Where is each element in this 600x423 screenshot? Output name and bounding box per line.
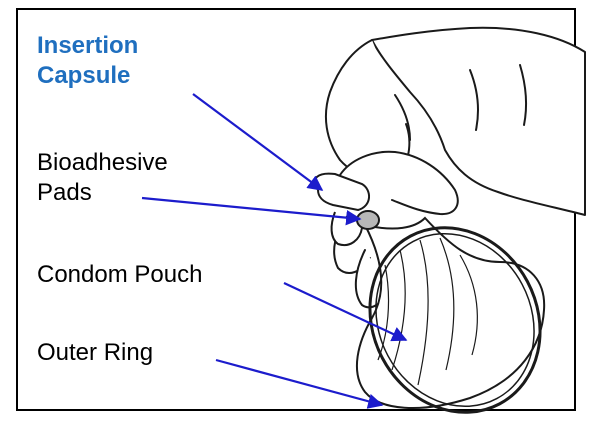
label-insertion-capsule-line1: Insertion [37, 31, 138, 61]
condom-pouch-drawing [338, 198, 572, 423]
arrow-insertion-capsule [193, 94, 322, 190]
insertion-capsule-drawing [315, 174, 369, 245]
bioadhesive-pad-drawing [357, 211, 379, 229]
label-insertion-capsule: Insertion Capsule [37, 31, 138, 91]
label-bioadhesive-pads-line2: Pads [37, 178, 168, 208]
label-insertion-capsule-line2: Capsule [37, 61, 138, 91]
label-bioadhesive-pads-line1: Bioadhesive [37, 148, 168, 178]
label-outer-ring: Outer Ring [37, 338, 153, 368]
label-condom-pouch: Condom Pouch [37, 260, 202, 290]
label-bioadhesive-pads: Bioadhesive Pads [37, 148, 168, 208]
